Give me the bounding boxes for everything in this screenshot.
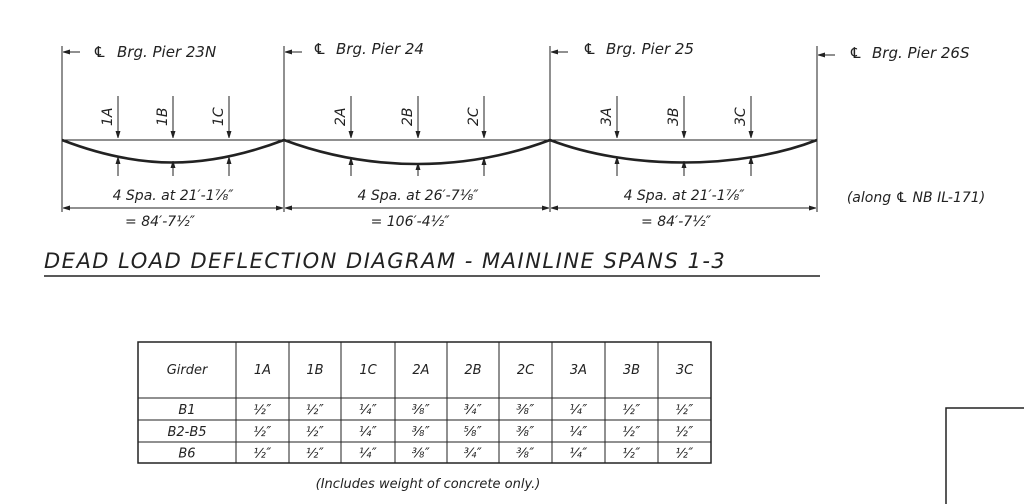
table-value-cell: ½″ xyxy=(253,403,271,418)
point-label-3b: 3B xyxy=(666,107,682,126)
table-value-cell: ¼″ xyxy=(569,425,587,440)
table-header-cell: 1B xyxy=(306,363,323,378)
table-value-cell: ½″ xyxy=(622,425,640,440)
table-girder-cell: B2-B5 xyxy=(167,425,206,440)
deflection-curve xyxy=(61,138,818,166)
table-value-cell: ½″ xyxy=(622,403,640,418)
table-value-cell: ⅜″ xyxy=(412,403,430,418)
table-value-cell: ¾″ xyxy=(464,447,482,462)
table-value-cell: ⅜″ xyxy=(412,425,430,440)
table-girder-cell: B1 xyxy=(178,403,195,418)
pier-label-25: Brg. Pier 25 xyxy=(606,40,694,58)
table-border xyxy=(137,341,712,464)
table-header-cell: 3A xyxy=(570,363,587,378)
table-value-cell: ½″ xyxy=(306,447,324,462)
table-value-cell: ½″ xyxy=(253,425,271,440)
table-value-cell: ¼″ xyxy=(359,425,377,440)
table-value-cell: ¼″ xyxy=(359,403,377,418)
pier-sym-25: ℄ xyxy=(583,40,596,58)
pier-sym-26s: ℄ xyxy=(849,44,862,62)
tenth-point-arrows xyxy=(118,96,751,176)
point-label-1a: 1A xyxy=(100,108,116,126)
pier-label-23n: Brg. Pier 23N xyxy=(117,43,216,61)
table-value-cell: ⅜″ xyxy=(516,425,534,440)
table-girder-cell: B6 xyxy=(178,447,195,462)
table-value-cell: ½″ xyxy=(675,403,693,418)
point-label-1c: 1C xyxy=(211,107,227,126)
table-header-cell: Girder xyxy=(167,363,209,378)
table-column-lines xyxy=(235,342,659,463)
table-note: (Includes weight of concrete only.) xyxy=(316,477,541,492)
pier-sym-23n: ℄ xyxy=(93,43,106,61)
span-3-total: = 84′-7½″ xyxy=(641,214,712,230)
span-3-spacing: 4 Spa. at 21′-1⁷⁄₈″ xyxy=(624,188,746,204)
point-label-3a: 3A xyxy=(599,108,615,126)
table-row-lines xyxy=(138,419,711,443)
span-1-spacing: 4 Spa. at 21′-1⁷⁄₈″ xyxy=(113,188,235,204)
table-header-cell: 3B xyxy=(623,363,640,378)
pier-label-24: Brg. Pier 24 xyxy=(336,40,424,58)
span-2-spacing: 4 Spa. at 26′-7⅛″ xyxy=(358,188,480,204)
deflection-table xyxy=(137,341,712,464)
table-header-cell: 1A xyxy=(254,363,271,378)
table-value-cell: ½″ xyxy=(675,425,693,440)
table-value-cell: ⅜″ xyxy=(516,403,534,418)
table-header-cell: 1C xyxy=(359,363,377,378)
table-value-cell: ½″ xyxy=(253,447,271,462)
diagram-title: DEAD LOAD DEFLECTION DIAGRAM - MAINLINE … xyxy=(44,249,726,273)
point-label-3c: 3C xyxy=(733,107,749,126)
point-label-1b: 1B xyxy=(155,107,171,126)
table-value-cell: ¼″ xyxy=(569,447,587,462)
pier-sym-24: ℄ xyxy=(313,40,326,58)
table-value-cell: ⅜″ xyxy=(412,447,430,462)
table-header-cell: 2A xyxy=(412,363,429,378)
tenth-point-labels: 1A 1B 1C 2A 2B 2C 3A 3B 3C xyxy=(100,107,749,126)
point-label-2c: 2C xyxy=(466,107,482,126)
pier-labels: ℄ Brg. Pier 23N ℄ Brg. Pier 24 ℄ Brg. Pi… xyxy=(63,40,970,62)
table-value-cell: ⅜″ xyxy=(516,447,534,462)
point-label-2b: 2B xyxy=(400,107,416,126)
table-header-cell: 2B xyxy=(464,363,481,378)
span-dimensions: 4 Spa. at 21′-1⁷⁄₈″ = 84′-7½″ 4 Spa. at … xyxy=(63,188,985,230)
corner-frame xyxy=(945,407,1024,504)
span-2-total: = 106′-4½″ xyxy=(371,214,451,230)
table-cells: Girder 1A 1B 1C 2A 2B 2C 3A 3B 3C B1 ½″ ½″ ¼″ ⅜″ ¾″ ⅜″ ¼″… xyxy=(167,363,694,462)
table-value-cell: ½″ xyxy=(306,425,324,440)
table-value-cell: ¼″ xyxy=(359,447,377,462)
table-value-cell: ½″ xyxy=(675,447,693,462)
table-value-cell: ¼″ xyxy=(569,403,587,418)
pier-label-26s: Brg. Pier 26S xyxy=(872,44,970,62)
span-1-total: = 84′-7½″ xyxy=(125,214,196,230)
table-header-cell: 2C xyxy=(517,363,535,378)
pier-lines xyxy=(61,46,818,212)
table-value-cell: ⅝″ xyxy=(464,425,482,440)
table-value-cell: ½″ xyxy=(306,403,324,418)
table-value-cell: ½″ xyxy=(622,447,640,462)
table-header-cell: 3C xyxy=(676,363,694,378)
alignment-note: (along ℄ NB IL-171) xyxy=(847,190,985,206)
table-value-cell: ¾″ xyxy=(464,403,482,418)
point-label-2a: 2A xyxy=(333,108,349,126)
